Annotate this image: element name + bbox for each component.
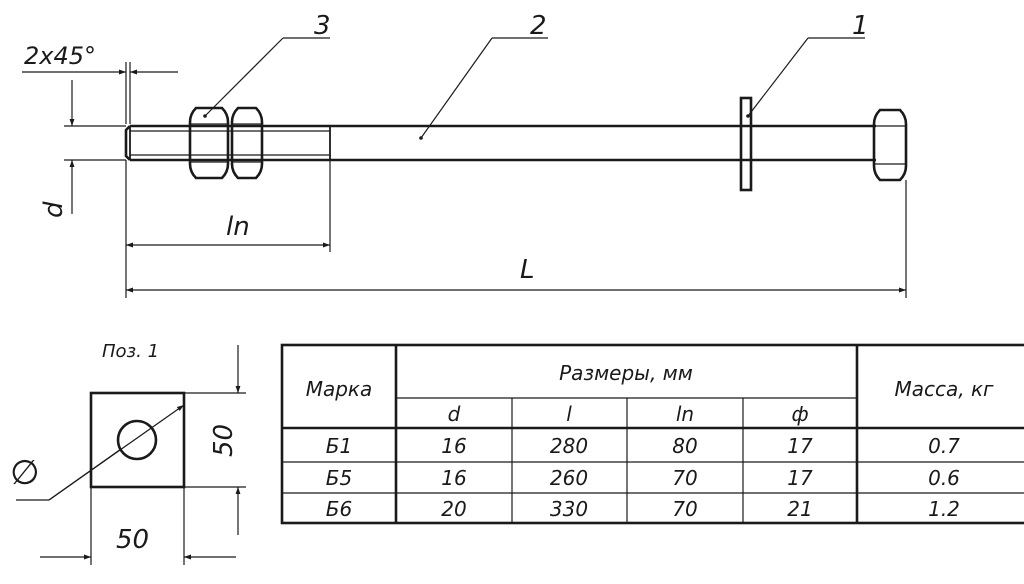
cell-mark: Б5 xyxy=(326,466,352,490)
cell-mass: 0.6 xyxy=(928,466,960,490)
chamfer-label: 2x45° xyxy=(24,42,96,70)
washer-hole xyxy=(116,419,158,461)
rod xyxy=(124,124,876,162)
table-row: Б5 16 260 70 17 0.6 xyxy=(326,466,960,490)
cell-mass: 0.7 xyxy=(928,434,960,458)
header-mass: Масса, кг xyxy=(894,377,994,401)
cell-l: 260 xyxy=(550,466,588,490)
washer-detail: Поз. 1 ∅ 50 50 xyxy=(10,341,246,565)
ln-label: ln xyxy=(226,212,250,242)
callout-1-label: 1 xyxy=(852,11,869,41)
subheader-l: l xyxy=(566,402,572,426)
washer-plate xyxy=(89,391,186,489)
cell-mass: 1.2 xyxy=(928,497,960,521)
L-label: L xyxy=(520,255,535,285)
cell-ln: 80 xyxy=(672,434,697,458)
subheader-d: d xyxy=(448,402,461,426)
cell-ln: 70 xyxy=(672,466,697,490)
header-mark: Марка xyxy=(306,377,373,401)
detail-title: Поз. 1 xyxy=(102,341,159,362)
header-dimensions: Размеры, мм xyxy=(559,361,693,385)
cell-mark: Б6 xyxy=(326,497,352,521)
table-row: Б6 20 330 70 21 1.2 xyxy=(326,497,960,521)
subheader-ln: ln xyxy=(676,402,694,426)
cell-phi: 17 xyxy=(787,434,813,458)
nut-outer xyxy=(188,106,230,180)
diameter-dimension: d xyxy=(39,80,126,218)
spec-table: Марка Размеры, мм Масса, кг d l ln ф Б1 … xyxy=(280,343,1024,525)
hole-diameter-symbol: ∅ xyxy=(10,453,40,493)
plate-width-label: 50 xyxy=(116,525,149,555)
cell-l: 280 xyxy=(550,434,588,458)
callout-2-label: 2 xyxy=(530,11,547,41)
cell-d: 16 xyxy=(441,466,466,490)
plate-height-label: 50 xyxy=(209,424,239,457)
callout-2: 2 xyxy=(419,11,548,140)
cell-ln: 70 xyxy=(672,497,697,521)
nut-inner xyxy=(230,106,264,180)
chamfer-dimension: 2x45° xyxy=(22,42,178,124)
cell-phi: 17 xyxy=(787,466,813,490)
callout-3: 3 xyxy=(203,11,331,118)
cell-l: 330 xyxy=(550,497,588,521)
bolt-head xyxy=(872,108,908,182)
washer-side-view xyxy=(739,96,753,192)
subheader-phi: ф xyxy=(791,402,808,426)
cell-d: 16 xyxy=(441,434,466,458)
bolt-assembly xyxy=(124,96,908,192)
callout-3-label: 3 xyxy=(314,11,331,41)
cell-phi: 21 xyxy=(787,497,812,521)
total-length-dimension: L xyxy=(126,180,907,298)
cell-d: 20 xyxy=(441,497,466,521)
table-row: Б1 16 280 80 17 0.7 xyxy=(326,434,960,458)
d-label: d xyxy=(39,201,69,218)
cell-mark: Б1 xyxy=(326,434,352,458)
thread-length-dimension: ln xyxy=(125,160,331,298)
callout-1: 1 xyxy=(746,11,869,118)
